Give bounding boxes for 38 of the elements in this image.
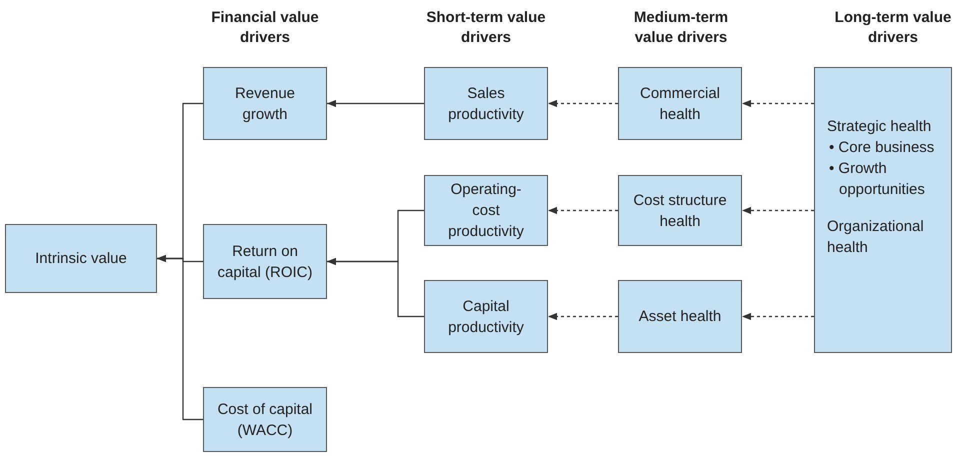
driver-box (5, 224, 157, 293)
box-text: Organizational health (827, 217, 925, 258)
box-text: Revenue growth (234, 84, 296, 124)
box-text: Commercial health (638, 84, 721, 124)
box-text: Return on capital (ROIC) (216, 242, 314, 282)
box-text: Asset health (638, 307, 722, 327)
box-text: Capital productivity (447, 296, 525, 338)
column-heading: Long-term value drivers (834, 8, 952, 48)
driver-box (424, 280, 548, 353)
connector-arrow (548, 312, 618, 320)
box-text: • Core business (828, 138, 936, 158)
box-text: Cost structure health (632, 190, 728, 232)
connector-arrow (327, 258, 424, 318)
driver-box (618, 280, 742, 353)
connector-arrow (157, 254, 203, 420)
column-heading: Short-term value drivers (426, 8, 546, 48)
connector-arrow (548, 100, 618, 108)
box-text: Intrinsic value (35, 249, 127, 269)
box-text: Strategic health (827, 117, 932, 137)
connector-arrow (548, 206, 618, 214)
driver-box (203, 224, 327, 299)
connector-arrow (742, 206, 814, 214)
driver-box (203, 67, 327, 140)
box-text: Operating-cost productivity (447, 180, 525, 242)
connector-arrow (327, 100, 424, 108)
driver-box (203, 387, 327, 452)
connector-arrow (742, 312, 814, 320)
driver-box (618, 175, 742, 246)
column-heading: Medium-term value drivers (632, 8, 730, 48)
box-text: Cost of capital (WACC) (216, 400, 314, 440)
driver-box (814, 67, 952, 353)
box-text: • Growth opportunities (828, 159, 926, 200)
driver-box (618, 67, 742, 140)
column-heading: Financial value drivers (210, 8, 320, 48)
box-text: Sales productivity (447, 84, 525, 124)
connector-arrow (742, 100, 814, 108)
driver-box (424, 175, 548, 246)
driver-box (424, 67, 548, 140)
